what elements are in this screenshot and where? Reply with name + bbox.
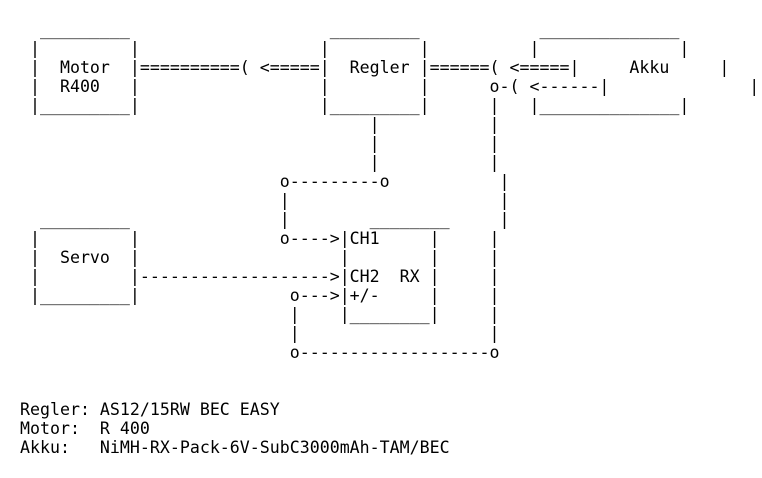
diagram-line: _________ _________ ______________ (20, 20, 680, 39)
diagram-line: | R400 | | | o-( <------| | (20, 77, 760, 96)
diagram-line: o-------------------o (20, 343, 500, 362)
diagram-line: | Servo | | | | (20, 248, 500, 267)
diagram-line: | |________| | (20, 305, 500, 324)
diagram-line: | Motor |==========( <=====| Regler |===… (20, 58, 730, 77)
diagram-line (20, 381, 759, 400)
diagram-line: | | (20, 191, 510, 210)
diagram-line: | | o---->|CH1 | | (20, 229, 500, 248)
diagram-line (20, 362, 759, 381)
legend-motor: Motor: R 400 (20, 419, 150, 438)
diagram-line: |_________| o--->|+/- | | (20, 286, 500, 305)
diagram-line: | | (20, 134, 500, 153)
diagram-line: | |------------------->|CH2 RX | | (20, 267, 500, 286)
diagram-line: | | | | | | (20, 39, 690, 58)
diagram-line: | | (20, 115, 500, 134)
diagram-line: | | (20, 324, 500, 343)
legend-akku: Akku: NiMH-RX-Pack-6V-SubC3000mAh-TAM/BE… (20, 438, 450, 457)
diagram-line: |_________| |_________| | |_____________… (20, 96, 690, 115)
diagram-line: _________ | ________ | (20, 210, 510, 229)
legend-regler: Regler: AS12/15RW BEC EASY (20, 400, 280, 419)
diagram-line: o---------o | (20, 172, 510, 191)
diagram-line: | | (20, 153, 500, 172)
ascii-wiring-diagram: _________ _________ ______________ | | |… (20, 20, 759, 457)
